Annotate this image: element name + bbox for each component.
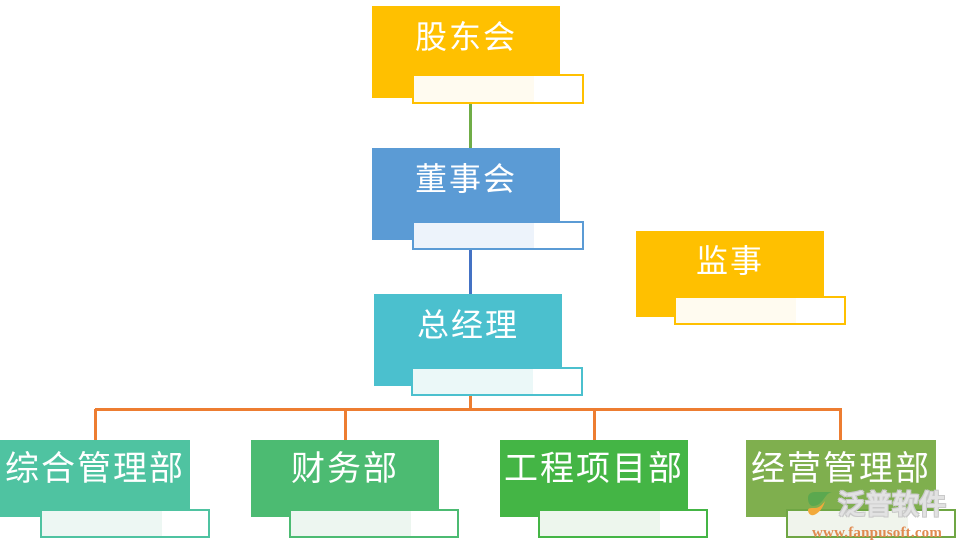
org-node-subbox-supervisor[interactable]: [674, 296, 846, 325]
connector-branch-engineering: [593, 409, 596, 441]
org-node-subbox-fill-general-admin-dept: [42, 511, 162, 536]
org-node-label-board: 董事会: [414, 161, 517, 197]
org-node-label-supervisor: 监事: [695, 243, 764, 279]
org-node-subbox-general-manager[interactable]: [411, 367, 583, 396]
connector-branch-finance: [344, 409, 347, 441]
org-node-subbox-business-management-dept[interactable]: [786, 509, 956, 538]
connector-branch-business: [839, 409, 842, 441]
org-node-subbox-fill-engineering-project-dept: [540, 511, 660, 536]
org-node-subbox-fill-shareholders: [414, 76, 534, 102]
org-node-box-finance-dept[interactable]: 财务部: [251, 440, 439, 517]
connector-shareholders-to-board: [469, 98, 472, 148]
org-node-label-general-manager: 总经理: [416, 307, 519, 343]
connector-departments-bus: [95, 408, 842, 411]
org-node-subbox-engineering-project-dept[interactable]: [538, 509, 708, 538]
org-node-subbox-finance-dept[interactable]: [289, 509, 459, 538]
org-node-label-engineering-project-dept: 工程项目部: [504, 450, 684, 488]
org-node-subbox-shareholders[interactable]: [412, 74, 584, 104]
connector-branch-general-admin: [94, 409, 97, 441]
org-node-label-shareholders: 股东会: [414, 19, 517, 55]
org-node-subbox-fill-business-management-dept: [788, 511, 908, 536]
org-node-subbox-fill-board: [414, 223, 534, 248]
org-node-subbox-fill-supervisor: [676, 298, 796, 323]
connector-general-manager-drop: [469, 386, 472, 410]
org-node-label-business-management-dept: 经营管理部: [751, 450, 931, 488]
connector-board-to-general-manager: [469, 240, 472, 294]
org-node-subbox-general-admin-dept[interactable]: [40, 509, 210, 538]
org-node-box-business-management-dept[interactable]: 经营管理部: [746, 440, 936, 517]
org-node-subbox-board[interactable]: [412, 221, 584, 250]
org-node-subbox-fill-general-manager: [413, 369, 533, 394]
org-node-box-general-admin-dept[interactable]: 综合管理部: [0, 440, 190, 517]
org-node-subbox-fill-finance-dept: [291, 511, 411, 536]
org-node-box-engineering-project-dept[interactable]: 工程项目部: [500, 440, 688, 517]
org-node-label-general-admin-dept: 综合管理部: [5, 450, 185, 488]
org-node-label-finance-dept: 财务部: [291, 450, 399, 488]
